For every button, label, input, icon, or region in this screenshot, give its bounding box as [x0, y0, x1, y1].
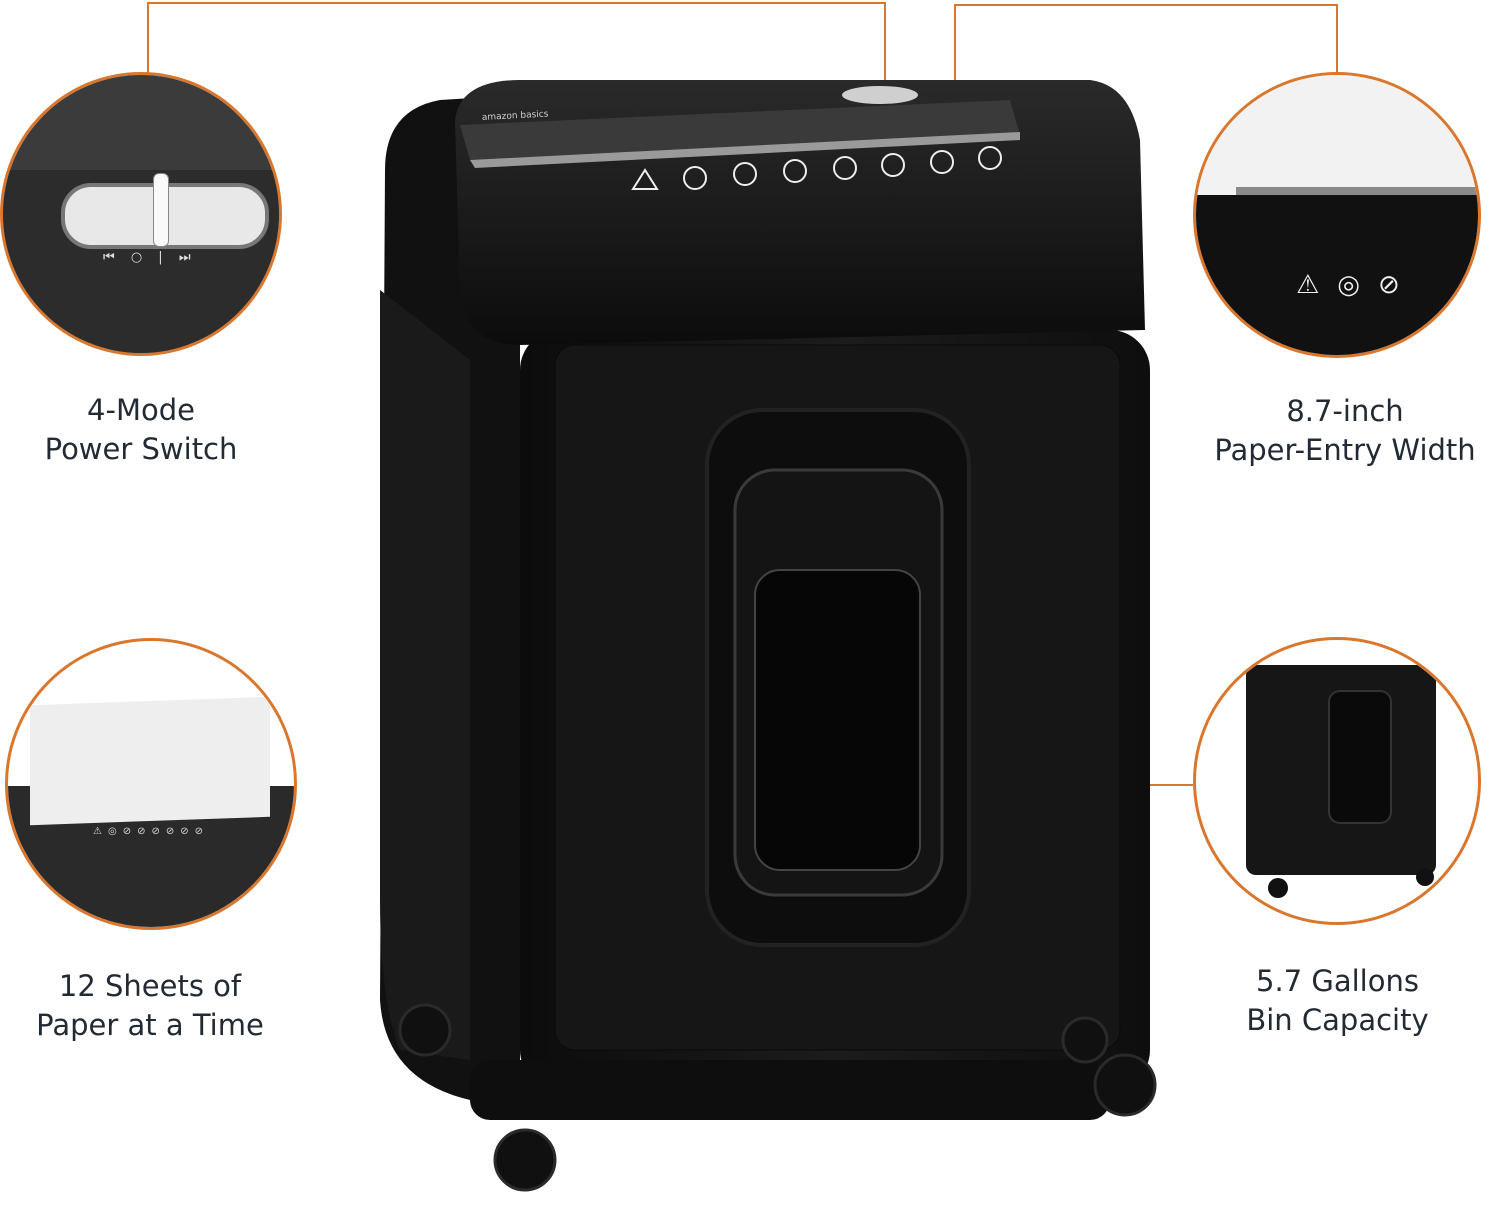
caption-power-switch: 4-Mode Power Switch: [0, 391, 282, 469]
detail-sheets: ⚠◎⊘⊘⊘⊘⊘⊘: [5, 638, 297, 930]
connector-paper-entry: [954, 4, 1338, 140]
caption-line: 5.7 Gallons: [1256, 964, 1419, 998]
connector-power-switch: [147, 2, 886, 88]
caption-line: Paper-Entry Width: [1214, 433, 1476, 467]
caption-line: Paper at a Time: [36, 1008, 264, 1042]
caption-line: Power Switch: [44, 432, 238, 466]
caption-line: 4-Mode: [87, 393, 195, 427]
detail-paper-entry: ⚠◎⊘: [1193, 72, 1481, 358]
caption-sheets: 12 Sheets of Paper at a Time: [0, 967, 300, 1045]
caption-paper-entry: 8.7-inch Paper-Entry Width: [1190, 392, 1500, 470]
detail-power-switch: ⏮ ○ | ⏭: [0, 72, 282, 356]
caption-line: Bin Capacity: [1246, 1003, 1429, 1037]
detail-bin: [1193, 637, 1481, 925]
caption-line: 8.7-inch: [1286, 394, 1404, 428]
brand-logo: amazon basics: [482, 110, 549, 123]
caption-line: 12 Sheets of: [58, 969, 242, 1003]
caption-bin: 5.7 Gallons Bin Capacity: [1190, 962, 1485, 1040]
power-switch: [842, 86, 918, 104]
